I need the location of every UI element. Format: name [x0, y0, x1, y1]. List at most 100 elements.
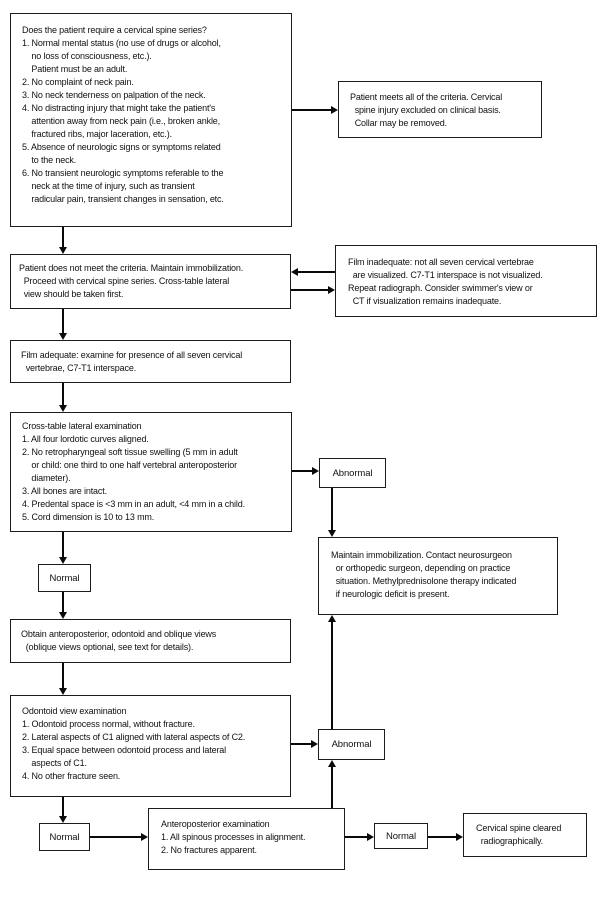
box-text-line: or child: one third to one half vertebra… — [22, 460, 237, 470]
box-text-line: view should be taken first. — [19, 289, 124, 299]
arrow-criteria-to-notmeet — [62, 227, 64, 247]
box-text-line: radicular pain, transient changes in sen… — [22, 194, 224, 204]
box-text-line: Collar may be removed. — [350, 118, 447, 128]
arrow-crosstable-to-abnormal1 — [292, 470, 312, 472]
box-text-line: diameter). — [22, 473, 71, 483]
box-text-line: if neurologic deficit is present. — [331, 589, 450, 599]
box-text-line: Film inadequate: not all seven cervical … — [348, 257, 534, 267]
normal-label-3: Normal — [385, 830, 416, 842]
abnormal-box-1: Abnormal — [319, 458, 386, 488]
box-text-line: 3. All bones are intact. — [22, 486, 107, 496]
arrowhead-apexam-to-abnormal2 — [328, 760, 336, 767]
box-text-line: Anteroposterior examination — [161, 819, 270, 829]
box-text-line: 2. No retropharyngeal soft tissue swelli… — [22, 447, 238, 457]
arrow-criteria-to-meets — [292, 109, 331, 111]
abnormal-box-2: Abnormal — [318, 729, 385, 760]
arrowhead-notmeet-to-filminadequate — [328, 286, 335, 294]
arrow-filminadequate-to-notmeet — [298, 271, 335, 273]
box-text-line: situation. Methylprednisolone therapy in… — [331, 576, 517, 586]
film-inadequate-box: Film inadequate: not all seven cervical … — [335, 245, 597, 317]
maintain-immobilization-box: Maintain immobilization. Contact neurosu… — [318, 537, 558, 615]
arrowhead-criteria-to-meets — [331, 106, 338, 114]
box-text-line: Patient must be an adult. — [22, 64, 128, 74]
film-adequate-box: Film adequate: examine for presence of a… — [10, 340, 291, 383]
box-text-line: 4. No other fracture seen. — [22, 771, 121, 781]
arrowhead-apexam-to-normal3 — [367, 833, 374, 841]
box-text-line: attention away from neck pain (i.e., bro… — [22, 116, 221, 126]
arrow-odontoid-to-normal2 — [62, 797, 64, 816]
abnormal-label-2: Abnormal — [331, 739, 372, 750]
normal-label-2: Normal — [49, 831, 80, 843]
arrow-normal3-to-cleared — [428, 836, 456, 838]
box-text-line: 2. No fractures apparent. — [161, 845, 257, 855]
box-text-line: Does the patient require a cervical spin… — [22, 25, 207, 35]
box-text-line: no loss of consciousness, etc.). — [22, 51, 152, 61]
arrow-abnormal1-to-maintain — [331, 488, 333, 530]
box-text-line: (oblique views optional, see text for de… — [21, 642, 194, 652]
arrow-normal1-to-obtain — [62, 592, 64, 612]
arrow-crosstable-to-normal1 — [62, 532, 64, 557]
box-text-line: Patient does not meet the criteria. Main… — [19, 263, 244, 273]
arrowhead-abnormal1-to-maintain — [328, 530, 336, 537]
obtain-views-box: Obtain anteroposterior, odontoid and obl… — [10, 619, 291, 663]
arrow-normal2-to-apexam — [90, 836, 141, 838]
box-text-line: aspects of C1. — [22, 758, 87, 768]
box-text-line: Odontoid view examination — [22, 706, 127, 716]
arrow-notmeet-to-filminadequate — [291, 289, 328, 291]
arrow-odontoid-to-abnormal2 — [291, 743, 311, 745]
box-text-line: 1. Odontoid process normal, without frac… — [22, 719, 195, 729]
arrow-abnormal2-to-maintain — [331, 622, 333, 729]
box-text-line: Film adequate: examine for presence of a… — [21, 350, 243, 360]
normal-box-3: Normal — [374, 823, 428, 849]
arrowhead-notmeet-to-filmadequate — [59, 333, 67, 340]
arrow-apexam-to-abnormal2 — [331, 767, 333, 808]
box-text-line: 4. Predental space is <3 mm in an adult,… — [22, 499, 245, 509]
box-text-line: Maintain immobilization. Contact neurosu… — [331, 550, 512, 560]
box-text-line: Patient meets all of the criteria. Cervi… — [350, 92, 503, 102]
normal-label-1: Normal — [49, 572, 80, 584]
box-text-line: Obtain anteroposterior, odontoid and obl… — [21, 629, 217, 639]
arrowhead-normal2-to-apexam — [141, 833, 148, 841]
box-text-line: Repeat radiograph. Consider swimmer's vi… — [348, 283, 533, 293]
box-text-line: 1. Normal mental status (no use of drugs… — [22, 38, 221, 48]
arrow-obtain-to-odontoid — [62, 663, 64, 688]
box-text-line: spine injury excluded on clinical basis. — [350, 105, 501, 115]
meets-criteria-box: Patient meets all of the criteria. Cervi… — [338, 81, 542, 138]
normal-box-1: Normal — [38, 564, 91, 592]
criteria-question-box: Does the patient require a cervical spin… — [10, 13, 292, 227]
box-text-line: 2. No complaint of neck pain. — [22, 77, 134, 87]
arrow-apexam-to-normal3 — [345, 836, 367, 838]
arrowhead-normal3-to-cleared — [456, 833, 463, 841]
arrow-notmeet-to-filmadequate — [62, 309, 64, 333]
box-text-line: Cross-table lateral examination — [22, 421, 142, 431]
box-text-line: 5. Absence of neurologic signs or sympto… — [22, 142, 221, 152]
arrowhead-normal1-to-obtain — [59, 612, 67, 619]
box-text-line: 5. Cord dimension is 10 to 13 mm. — [22, 512, 155, 522]
box-text-line: are visualized. C7-T1 interspace is not … — [348, 270, 543, 280]
box-text-line: fractured ribs, major laceration, etc.). — [22, 129, 172, 139]
arrowhead-crosstable-to-abnormal1 — [312, 467, 319, 475]
arrowhead-abnormal2-to-maintain — [328, 615, 336, 622]
box-text-line: 6. No transient neurologic symptoms refe… — [22, 168, 224, 178]
box-text-line: CT if visualization remains inadequate. — [348, 296, 502, 306]
arrowhead-crosstable-to-normal1 — [59, 557, 67, 564]
box-text-line: to the neck. — [22, 155, 77, 165]
box-text-line: radiographically. — [476, 836, 544, 846]
box-text-line: 4. No distracting injury that might take… — [22, 103, 216, 113]
arrowhead-filminadequate-to-notmeet — [291, 268, 298, 276]
box-text-line: or orthopedic surgeon, depending on prac… — [331, 563, 511, 573]
normal-box-2: Normal — [39, 823, 90, 851]
abnormal-label-1: Abnormal — [332, 467, 373, 479]
box-text-line: Proceed with cervical spine series. Cros… — [19, 276, 230, 286]
box-text-line: 3. No neck tenderness on palpation of th… — [22, 90, 206, 100]
arrowhead-criteria-to-notmeet — [59, 247, 67, 254]
odontoid-exam-box: Odontoid view examination 1. Odontoid pro… — [10, 695, 291, 797]
arrowhead-filmadequate-to-crosstable — [59, 405, 67, 412]
box-text-line: vertebrae, C7-T1 interspace. — [21, 363, 137, 373]
not-meet-criteria-box: Patient does not meet the criteria. Main… — [10, 254, 291, 309]
arrowhead-odontoid-to-abnormal2 — [311, 740, 318, 748]
box-text-line: neck at the time of injury, such as tran… — [22, 181, 195, 191]
